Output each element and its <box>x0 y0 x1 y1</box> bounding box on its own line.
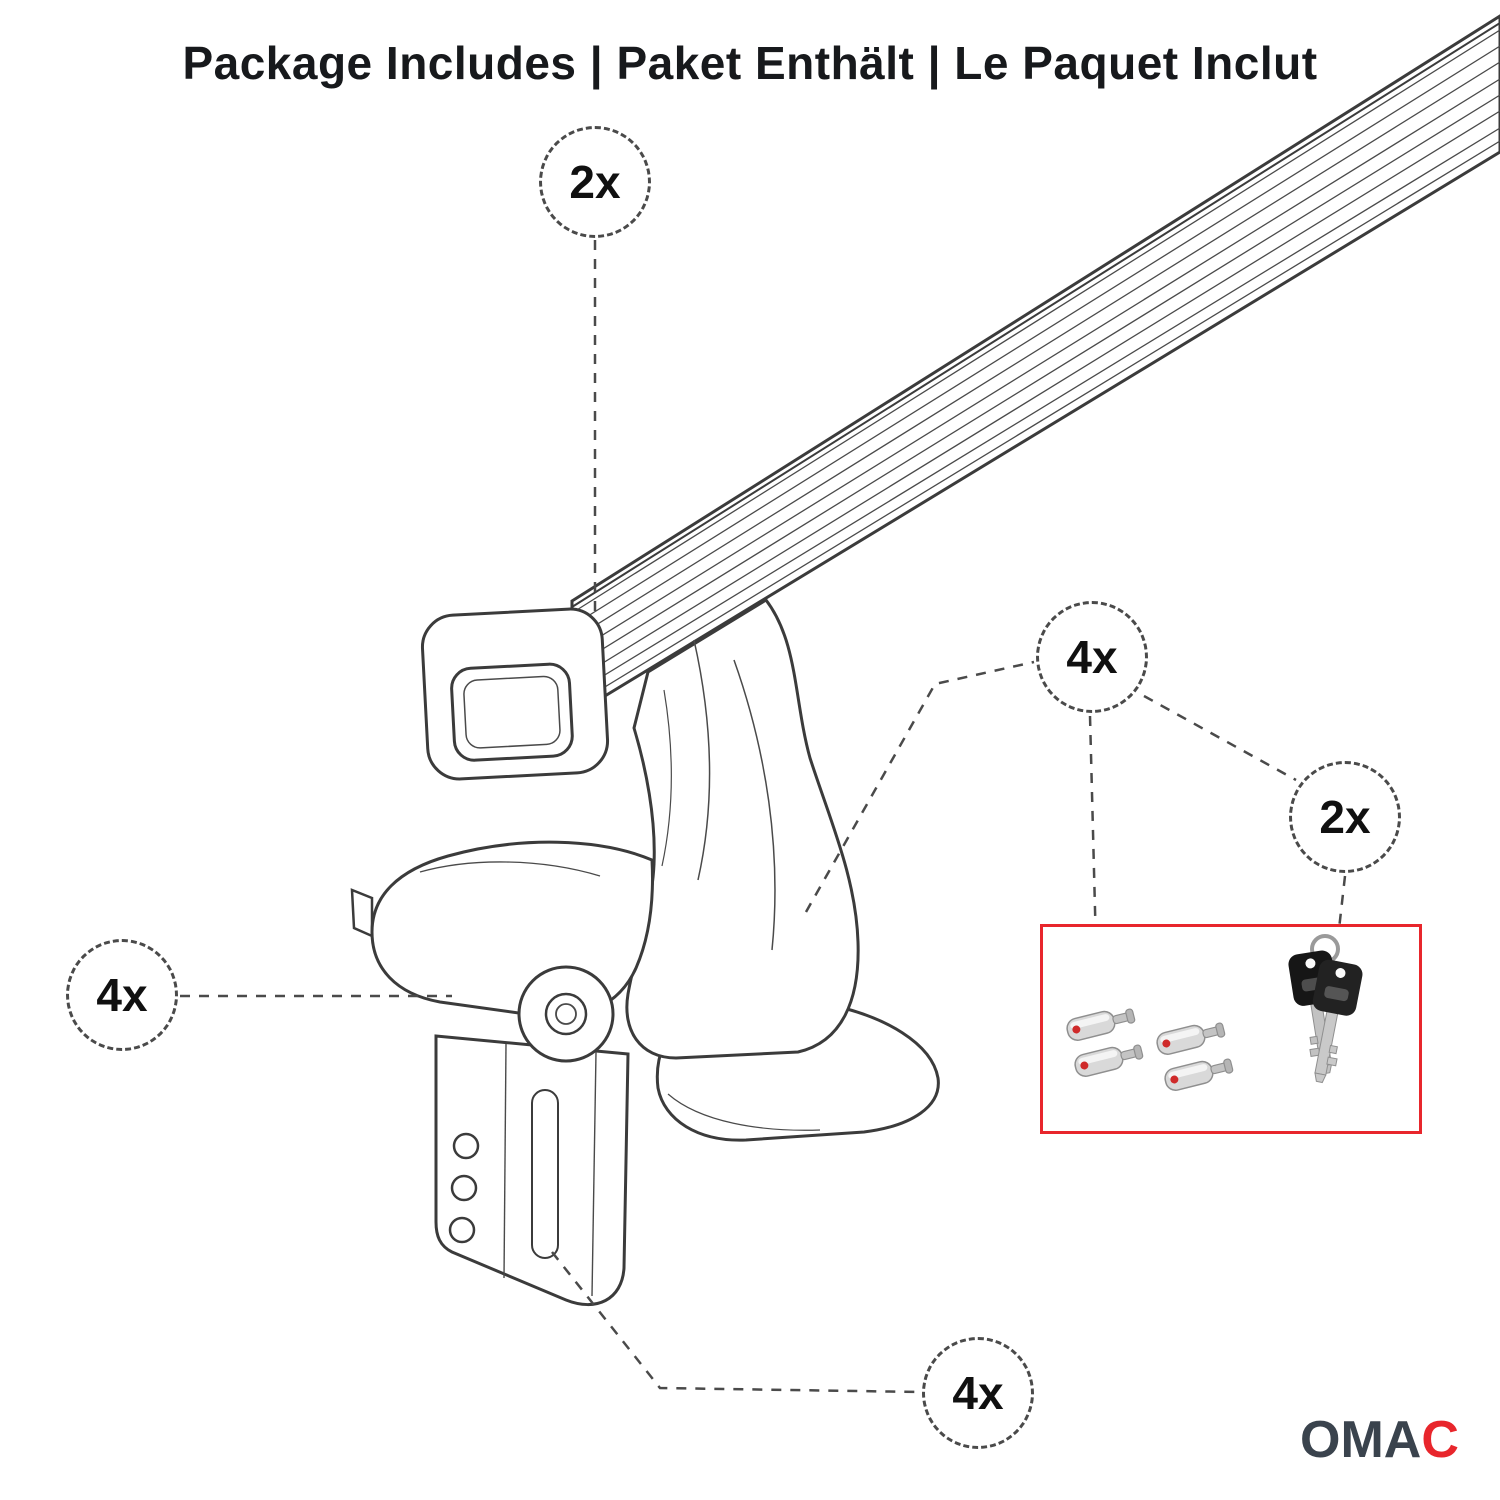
brand-text-primary: OMA <box>1300 1411 1422 1469</box>
callout-key-qty: 2x <box>1289 761 1401 873</box>
clamp-bracket <box>434 1034 630 1306</box>
callout-crossbar-qty: 2x <box>539 126 651 238</box>
mounting-foot <box>350 598 860 1060</box>
callout-lock-bolt-qty: 4x <box>1036 601 1148 713</box>
callout-foot-qty: 4x <box>66 939 178 1051</box>
brand-text-accent: C <box>1421 1411 1459 1469</box>
callout-lines <box>180 240 1347 1394</box>
key-pair-icon <box>1288 934 1363 1084</box>
brand-logo: OMAC <box>1300 1410 1459 1470</box>
end-cap <box>420 607 610 781</box>
callout-label: 4x <box>96 969 148 1021</box>
callout-clamp-qty: 4x <box>922 1337 1034 1449</box>
callout-label: 2x <box>569 156 621 208</box>
hardware-box <box>1040 924 1422 1134</box>
callout-label: 4x <box>952 1367 1004 1419</box>
lock-cylinder-set-icon <box>1066 1008 1234 1091</box>
callout-label: 2x <box>1319 791 1371 843</box>
crossbar <box>570 14 1500 719</box>
bolt-washer <box>517 965 615 1063</box>
callout-label: 4x <box>1066 631 1118 683</box>
page-title: Package Includes | Paket Enthält | Le Pa… <box>182 37 1318 89</box>
